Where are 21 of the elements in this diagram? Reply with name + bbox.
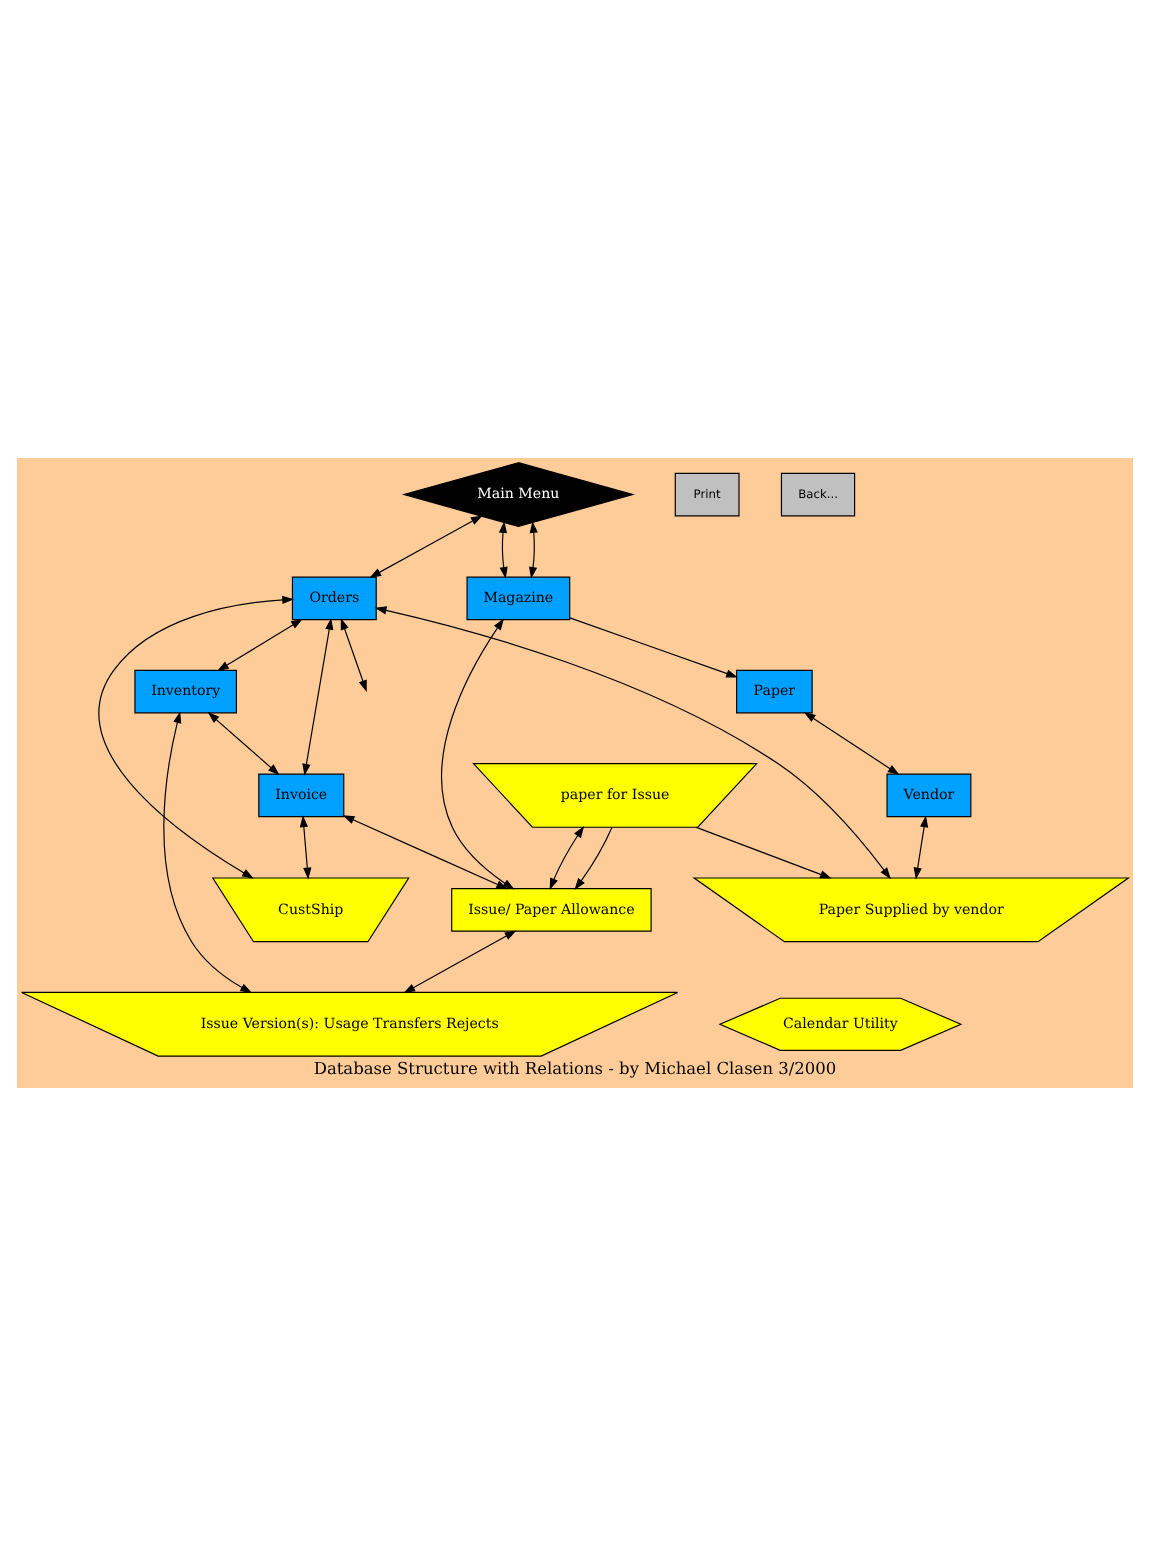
arrow — [574, 826, 613, 890]
arrow — [803, 712, 900, 775]
arrow — [340, 618, 367, 692]
arrow — [498, 521, 508, 579]
arrow — [302, 617, 334, 776]
arrow — [207, 712, 280, 776]
arrow — [163, 711, 253, 994]
arrow — [529, 521, 538, 579]
arrow — [403, 930, 517, 994]
arrow — [299, 815, 312, 880]
arrow — [913, 815, 929, 880]
arrow — [342, 815, 509, 890]
arrow — [217, 618, 303, 672]
diagram-title: Database Structure with Relations - by Michael Clasen 3/2000 — [313, 1058, 837, 1079]
arrow — [374, 606, 891, 880]
arrow — [569, 617, 738, 678]
arrow — [695, 826, 832, 879]
arrow — [441, 618, 515, 890]
arrow — [98, 595, 295, 879]
arrow — [369, 515, 483, 578]
arrow — [549, 826, 585, 891]
